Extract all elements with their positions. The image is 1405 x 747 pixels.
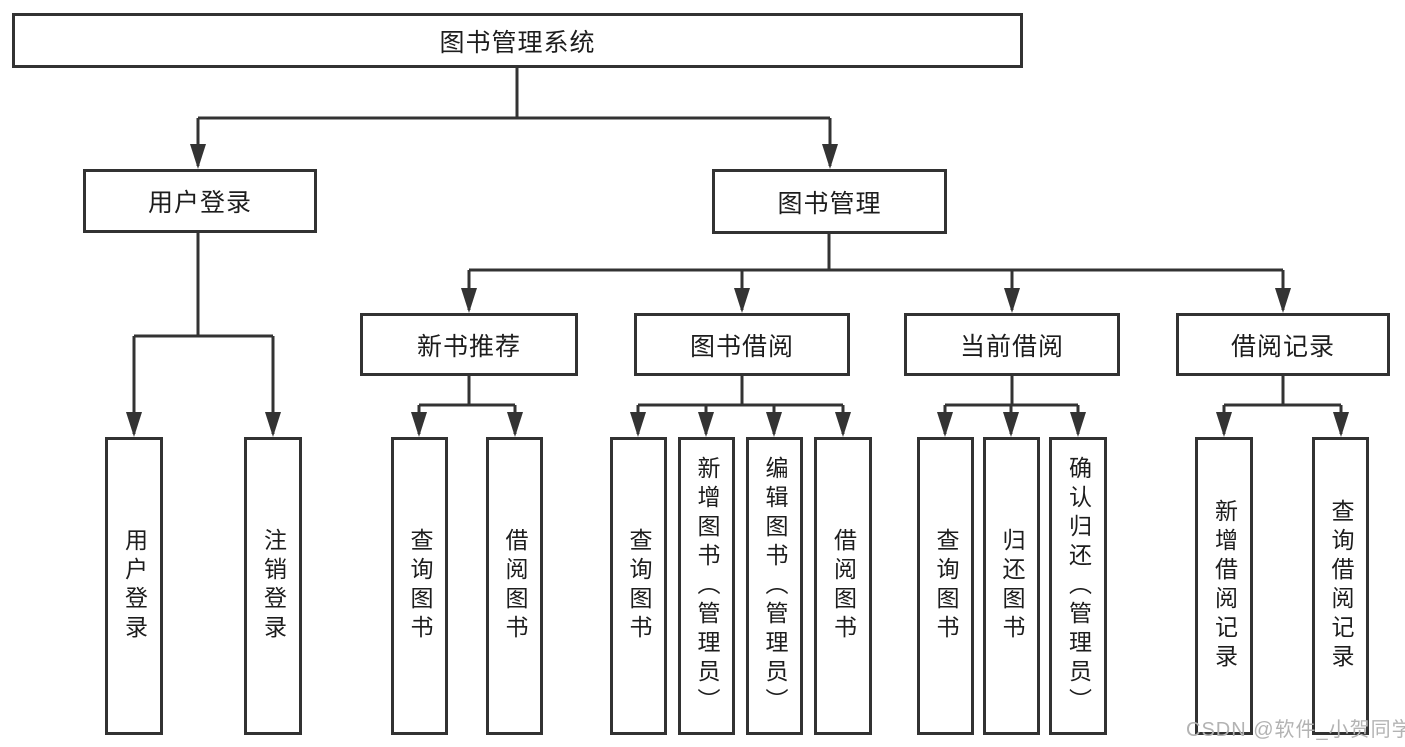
node-user-login: 用户登录 bbox=[83, 169, 317, 233]
leaf-query-books-recommend-label: 查询图书 bbox=[407, 528, 433, 644]
node-current-borrowing-label: 当前借阅 bbox=[959, 332, 1064, 361]
leaf-query-books-current-label: 查询图书 bbox=[933, 528, 959, 644]
node-new-book-recommendation: 新书推荐 bbox=[360, 313, 578, 376]
leaf-add-borrow-record: 新增借阅记录 bbox=[1195, 437, 1253, 735]
leaf-query-books-recommend: 查询图书 bbox=[391, 437, 448, 735]
node-current-borrowing: 当前借阅 bbox=[904, 313, 1120, 376]
node-book-borrowing: 图书借阅 bbox=[634, 313, 850, 376]
leaf-borrow-books-recommend: 借阅图书 bbox=[486, 437, 543, 735]
watermark: CSDN @软件_小贺同学 bbox=[1186, 719, 1405, 741]
leaf-add-books-admin: 新增图书（管理员） bbox=[678, 437, 735, 735]
leaf-edit-books-admin-label: 编辑图书（管理员） bbox=[762, 455, 788, 717]
leaf-edit-books-admin: 编辑图书（管理员） bbox=[746, 437, 803, 735]
leaf-borrow-books-borrowing-label: 借阅图书 bbox=[830, 528, 857, 644]
node-user-login-label: 用户登录 bbox=[147, 189, 252, 217]
leaf-add-borrow-record-label: 新增借阅记录 bbox=[1211, 499, 1238, 673]
leaf-add-books-admin-label: 新增图书（管理员） bbox=[694, 455, 720, 717]
leaf-logout: 注销登录 bbox=[244, 437, 302, 735]
leaf-query-borrow-record: 查询借阅记录 bbox=[1312, 437, 1369, 735]
leaf-query-books-borrowing-label: 查询图书 bbox=[626, 528, 652, 644]
leaf-return-books-label: 归还图书 bbox=[999, 528, 1025, 644]
leaf-user-login-label: 用户登录 bbox=[121, 528, 148, 644]
leaf-confirm-return-admin: 确认归还（管理员） bbox=[1049, 437, 1107, 735]
leaf-user-login: 用户登录 bbox=[105, 437, 163, 735]
leaf-query-borrow-record-label: 查询借阅记录 bbox=[1328, 499, 1354, 673]
node-library-management-system: 图书管理系统 bbox=[12, 13, 1023, 68]
node-library-management-system-label: 图书管理系统 bbox=[439, 28, 596, 57]
node-book-management: 图书管理 bbox=[712, 169, 947, 234]
leaf-return-books: 归还图书 bbox=[983, 437, 1040, 735]
leaf-query-books-current: 查询图书 bbox=[917, 437, 974, 735]
leaf-borrow-books-borrowing: 借阅图书 bbox=[814, 437, 872, 735]
leaf-query-books-borrowing: 查询图书 bbox=[610, 437, 667, 735]
node-new-book-recommendation-label: 新书推荐 bbox=[416, 332, 521, 361]
node-book-borrowing-label: 图书借阅 bbox=[689, 332, 794, 361]
node-book-management-label: 图书管理 bbox=[777, 189, 882, 218]
node-borrowing-records: 借阅记录 bbox=[1176, 313, 1390, 376]
leaf-logout-label: 注销登录 bbox=[260, 528, 287, 644]
leaf-confirm-return-admin-label: 确认归还（管理员） bbox=[1065, 455, 1092, 717]
node-borrowing-records-label: 借阅记录 bbox=[1230, 332, 1335, 361]
leaf-borrow-books-recommend-label: 借阅图书 bbox=[502, 528, 528, 644]
